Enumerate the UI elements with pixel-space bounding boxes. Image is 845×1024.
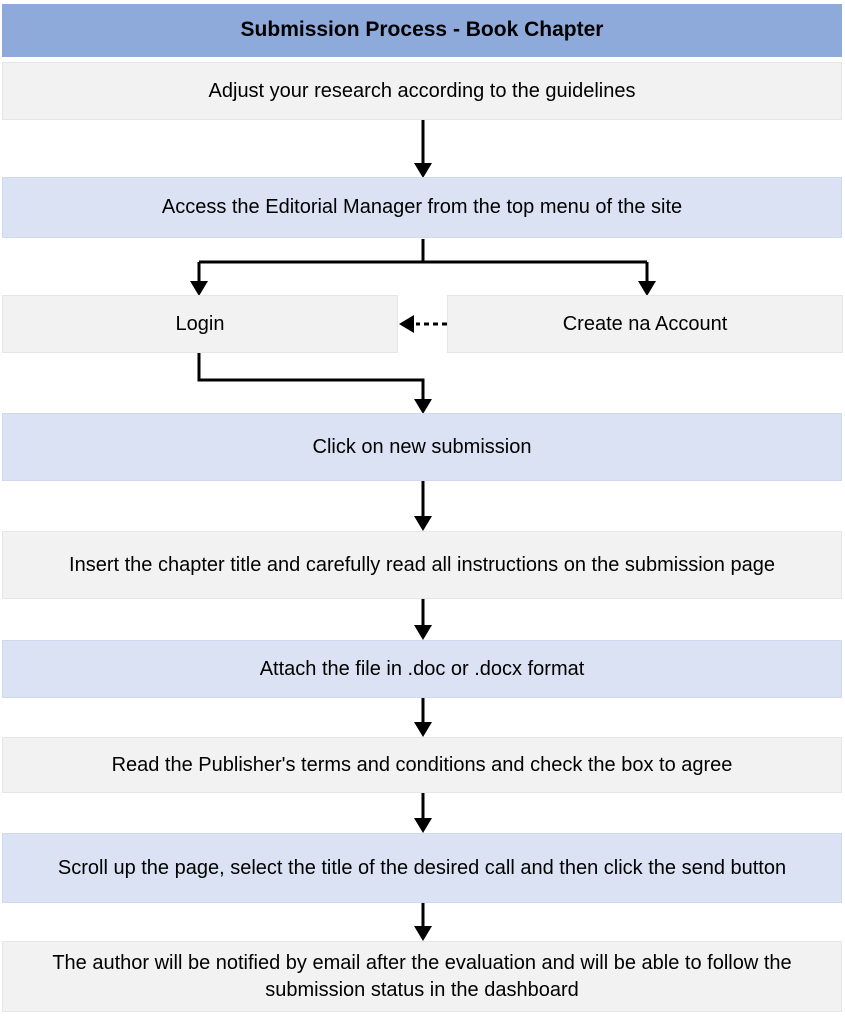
flowchart-title: Submission Process - Book Chapter	[2, 4, 842, 57]
step-access-editorial-manager: Access the Editorial Manager from the to…	[2, 177, 842, 238]
arrowhead-branch-create	[638, 281, 656, 296]
step-label: Create na Account	[562, 312, 728, 335]
step-label: Access the Editorial Manager from the to…	[161, 196, 683, 218]
arrowhead-create-to-login	[399, 315, 414, 333]
step-login: Login	[2, 295, 398, 353]
step-insert-chapter-title: Insert the chapter title and carefully r…	[2, 531, 842, 599]
step-label: The author will be notified by email aft…	[52, 951, 792, 1001]
branch-connector	[197, 239, 649, 282]
step-label: Attach the file in .doc or .docx format	[259, 657, 585, 680]
step-read-terms: Read the Publisher's terms and condition…	[2, 737, 842, 793]
step-author-notified: The author will be notified by email aft…	[2, 941, 842, 1012]
step-select-call-send: Scroll up the page, select the title of …	[2, 833, 842, 903]
step-adjust-guidelines: Adjust your research according to the gu…	[2, 62, 842, 120]
step-label: Click on new submission	[312, 435, 532, 458]
arrowhead-insert-to-attach	[414, 625, 432, 640]
step-label: Scroll up the page, select the title of …	[57, 856, 787, 879]
step-new-submission: Click on new submission	[2, 413, 842, 481]
step-label: Insert the chapter title and carefully r…	[69, 553, 775, 576]
step-label: Login	[175, 312, 225, 335]
arrowhead-attach-to-terms	[414, 722, 432, 737]
step-label: Adjust your research according to the gu…	[208, 79, 636, 102]
arrowhead-branch-login	[190, 281, 208, 296]
step-label: Read the Publisher's terms and condition…	[111, 753, 733, 776]
arrowhead-terms-to-select	[414, 818, 432, 833]
step-attach-file: Attach the file in .doc or .docx format	[2, 640, 842, 698]
arrowhead-select-to-notified	[414, 926, 432, 941]
flowchart-title-text: Submission Process - Book Chapter	[240, 18, 604, 42]
arrowhead-submission-to-insert	[414, 516, 432, 531]
arrowhead-login-to-submission	[414, 399, 432, 414]
step-create-account: Create na Account	[447, 295, 843, 353]
arrowhead-adjust-to-access	[414, 163, 432, 178]
elbow-login-to-submission	[197, 353, 425, 399]
